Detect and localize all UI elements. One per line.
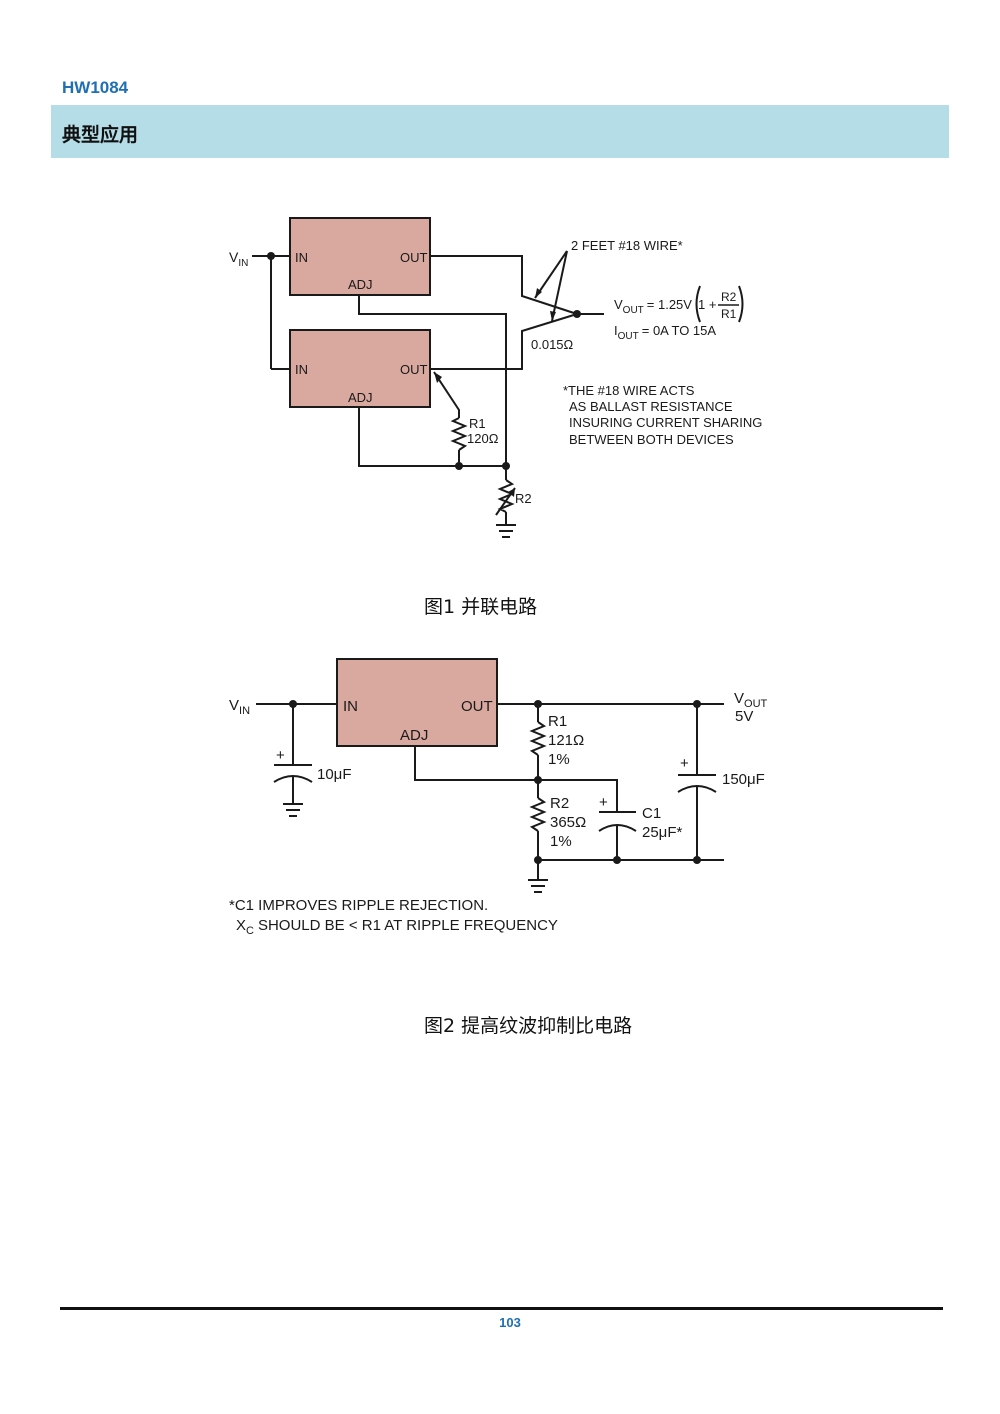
reg1-out-pin: OUT [400,250,428,265]
ballast-note-line-4: BETWEEN BOTH DEVICES [569,432,734,447]
vin-node-dot [267,252,275,260]
ballast-note-line-2: AS BALLAST RESISTANCE [569,399,733,414]
wire-resistance: 0.015Ω [531,337,574,352]
formula-denominator: R1 [721,307,737,321]
cin-plus: + [276,747,285,764]
reg2-in-pin: IN [295,362,308,377]
c1-name: C1 [642,805,661,822]
fig2-r1-tolerance: 1% [548,751,570,768]
adj-node-dot [502,462,510,470]
fig1-vin-label: VIN [229,249,248,269]
figure1-caption: 图1 并联电路 [424,596,538,618]
formula-numerator: R2 [721,290,737,304]
reg2-out-pin: OUT [400,362,428,377]
formula-one-plus: 1 + [698,297,716,312]
iout-label: IOUT= 0A TO 15A [614,323,716,342]
r2-name: R2 [515,491,532,506]
footer-divider [60,1307,943,1310]
figure2-caption: 图2 提高纹波抑制比电路 [424,1015,633,1037]
reg3-out-pin: OUT [461,698,493,715]
fig2-vout-label: VOUT [734,690,768,710]
r1-name: R1 [469,416,486,431]
reg1-in-pin: IN [295,250,308,265]
fig2-r1-name: R1 [548,713,567,730]
fig2-r1-value: 121Ω [548,732,584,749]
fig2-vout-value: 5V [735,708,753,725]
fig2-r2-name: R2 [550,795,569,812]
fig2-vin-label: VIN [229,697,250,717]
reg3-in-pin: IN [343,698,358,715]
cin-value: 10μF [317,766,352,783]
reg1-adj-pin: ADJ [348,277,373,292]
document-title: HW1084 [62,78,129,97]
regulator-1-box [289,217,431,296]
c1-value: 25μF* [642,824,682,841]
reg2-adj-pin: ADJ [348,390,373,405]
r1-node-dot [455,462,463,470]
output-node-dot [573,310,581,318]
vout-formula: VOUT= 1.25V [614,297,692,316]
r1-arrowhead [434,372,442,383]
regulator-3-box [336,658,498,747]
r1-value: 120Ω [467,431,499,446]
reg3-adj-pin: ADJ [400,727,428,744]
fig2-r2-value: 365Ω [550,814,586,831]
section-title: 典型应用 [62,124,139,146]
ballast-note-line-1: *THE #18 WIRE ACTS [563,383,695,398]
section-header-bar: 典型应用 [51,105,949,158]
c1-plus: + [599,794,608,811]
ballast-note-line-3: INSURING CURRENT SHARING [569,415,762,430]
wire-note: 2 FEET #18 WIRE* [571,238,683,253]
fig2-note-line-1: *C1 IMPROVES RIPPLE REJECTION. [229,897,488,914]
r2-arrowhead [508,488,515,497]
cout-plus: + [680,755,689,772]
page-number: 103 [499,1315,521,1330]
fig2-r2-tolerance: 1% [550,833,572,850]
cout-value: 150μF [722,771,765,788]
